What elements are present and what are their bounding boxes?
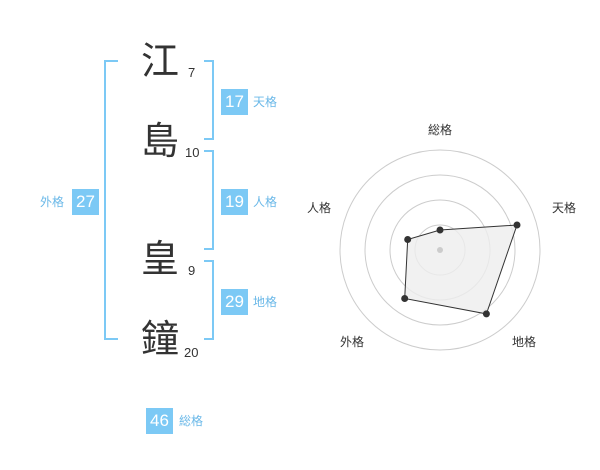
name-char-1: 江 [141,39,180,83]
jinkaku-value: 19 [221,189,248,215]
tenkaku-value: 17 [221,89,248,115]
tenkaku-label: 天格 [253,95,278,109]
jinkaku-bracket [204,150,214,250]
name-char-3: 皇 [141,237,180,281]
gaikaku-value: 27 [72,189,99,215]
stroke-count-2: 10 [185,145,200,160]
radar-label-jinkaku: 人格 [307,201,332,215]
name-char-4: 鐘 [141,317,180,361]
tenkaku-bracket [204,60,214,140]
chikaku-value: 29 [221,289,248,315]
radar-label-soukaku: 総格 [428,123,453,137]
radar-label-chikaku: 地格 [512,335,537,349]
soukaku-value: 46 [146,408,173,434]
soukaku-label: 総格 [179,414,204,428]
radar-label-gaikaku: 外格 [340,335,365,349]
radar-point-2 [513,221,521,229]
radar-point-3 [482,310,490,318]
jinkaku-label: 人格 [253,195,278,209]
chikaku-label: 地格 [253,295,278,309]
gaikaku-bracket [104,60,118,340]
radar-polygon [404,224,518,315]
radar-ring [339,149,541,351]
name-char-2: 島 [141,119,180,163]
stroke-count-1: 7 [188,65,196,80]
radar-point-1 [436,226,444,234]
gaikaku-label: 外格 [40,195,65,209]
radar-center [437,247,443,253]
chikaku-bracket [204,260,214,340]
radar-ring [364,174,516,326]
stroke-count-3: 9 [188,263,196,278]
stroke-count-4: 20 [184,345,199,360]
radar-label-tenkaku: 天格 [552,201,577,215]
radar-point-5 [404,236,412,243]
radar-point-4 [401,295,409,302]
